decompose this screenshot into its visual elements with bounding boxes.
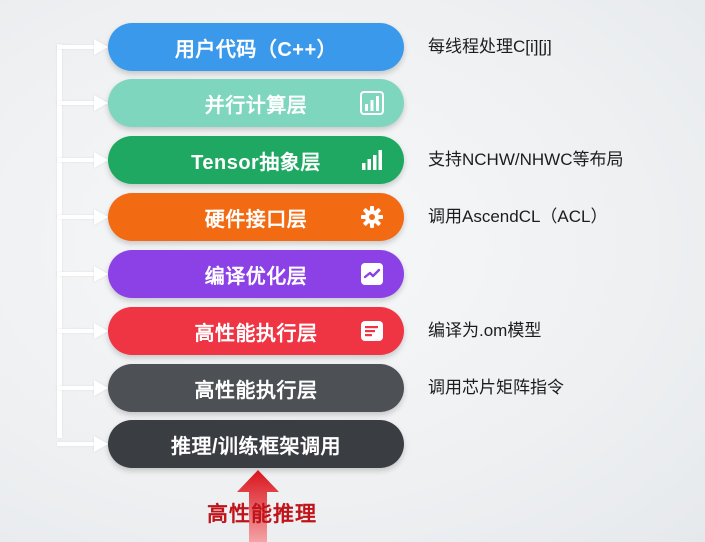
connector-arrowhead — [94, 266, 108, 282]
gear-icon — [360, 205, 384, 229]
bar-chart-icon — [360, 148, 384, 172]
layer-label: 并行计算层 — [204, 94, 308, 117]
layer-framework-call: 推理/训练框架调用 — [108, 420, 404, 468]
layer-label: 用户代码（C++） — [174, 38, 338, 61]
connector-arrowhead — [94, 152, 108, 168]
connector-arrowhead — [94, 39, 108, 55]
layer-parallel-compute: 并行计算层 — [108, 79, 404, 127]
connector-branch — [57, 45, 97, 49]
note-hardware-interface: 调用AscendCL（ACL） — [428, 207, 608, 226]
layer-high-perf-execution: 高性能执行层 — [108, 307, 404, 355]
connector-branch — [57, 215, 97, 219]
note-tensor-abstraction: 支持NCHW/NHWC等布局 — [428, 150, 624, 169]
footer-label: 高性能推理 — [207, 503, 317, 526]
layer-label: Tensor抽象层 — [191, 151, 321, 174]
layer-high-perf-execution-2: 高性能执行层 — [108, 364, 404, 412]
connector-vertical-line — [57, 44, 62, 438]
layer-label: 高性能执行层 — [194, 379, 318, 402]
upward-arrow-icon — [237, 470, 279, 542]
connector-branch — [57, 386, 97, 390]
layer-tensor-abstraction: Tensor抽象层 — [108, 136, 404, 184]
trend-chart-icon — [360, 262, 384, 286]
connector-branch — [57, 272, 97, 276]
connector-arrowhead — [94, 95, 108, 111]
layer-hardware-interface: 硬件接口层 — [108, 193, 404, 241]
layer-user-code: 用户代码（C++） — [108, 23, 404, 71]
layer-label: 高性能执行层 — [194, 322, 318, 345]
note-high-perf-execution: 编译为.om模型 — [428, 321, 542, 340]
layer-label: 推理/训练框架调用 — [170, 435, 342, 458]
connector-branch — [57, 158, 97, 162]
connector-arrowhead — [94, 380, 108, 396]
list-icon — [360, 319, 384, 343]
connector-arrowhead — [94, 436, 108, 452]
layer-label: 硬件接口层 — [204, 208, 308, 231]
note-high-perf-execution-2: 调用芯片矩阵指令 — [428, 378, 564, 397]
layer-label: 编译优化层 — [204, 265, 308, 288]
connector-branch — [57, 329, 97, 333]
note-user-code: 每线程处理C[i][j] — [428, 37, 552, 56]
bar-chart-icon — [360, 91, 384, 115]
connector-branch — [57, 442, 97, 446]
connector-arrowhead — [94, 209, 108, 225]
connector-arrowhead — [94, 323, 108, 339]
connector-branch — [57, 101, 97, 105]
layer-compile-optimization: 编译优化层 — [108, 250, 404, 298]
